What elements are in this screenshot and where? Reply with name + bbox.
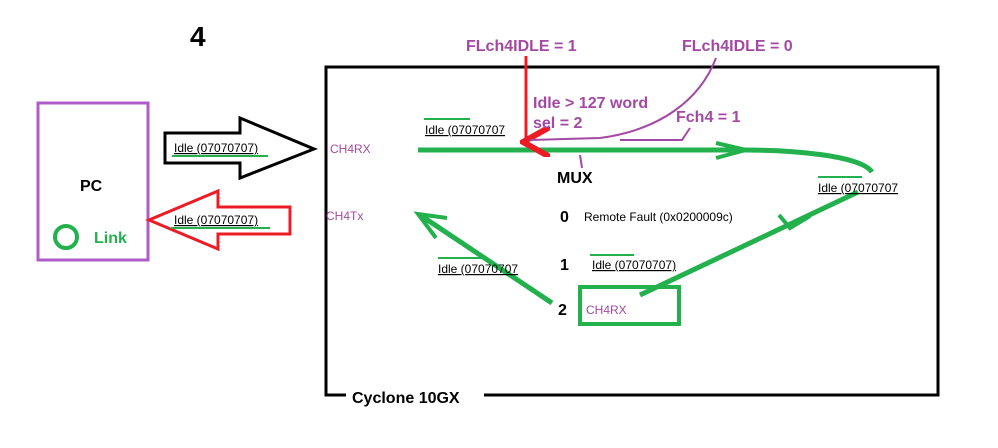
fch-pointer — [620, 127, 691, 141]
right-idle-label: Idle (07070707 — [818, 181, 898, 195]
fpga-name: Cyclone 10GX — [352, 390, 460, 407]
mux-input-2-value: CH4RX — [586, 303, 627, 317]
sel-annotation: sel = 2 — [533, 115, 582, 132]
mux-tick — [579, 154, 583, 169]
loop-curve — [744, 147, 875, 174]
flag-clear-pointer — [529, 57, 717, 141]
tx-flow-arrowhead — [413, 211, 448, 240]
page-number: 4 — [190, 21, 206, 52]
link-indicator-icon — [53, 224, 79, 250]
flag-clear-annotation: FLch4IDLE = 0 — [682, 38, 793, 55]
mux-input-0-value: Remote Fault (0x0200009c) — [584, 210, 733, 224]
fch-annotation: Fch4 = 1 — [676, 109, 741, 126]
loop-down-arrowhead — [777, 213, 812, 231]
mux-input-2-index: 2 — [558, 302, 567, 319]
tx-port-label: CH4Tx — [326, 209, 363, 223]
flag-set-annotation: FLch4IDLE = 1 — [466, 38, 577, 55]
mux-input-1-index: 1 — [560, 257, 569, 274]
idle-condition-annotation: Idle > 127 word — [533, 95, 648, 112]
rx-port-label: CH4RX — [330, 142, 371, 156]
tx-idle-label: Idle (07070707 — [438, 262, 518, 276]
pc-title: PC — [80, 178, 103, 195]
mux-selected-input-box — [578, 285, 681, 326]
fpga-to-pc-arrow — [145, 188, 292, 252]
rx-idle-label: Idle (07070707 — [425, 123, 505, 137]
loop-down-line — [638, 189, 860, 298]
tx-flow-line — [418, 212, 554, 306]
fpga-block — [324, 65, 940, 397]
pc-block — [36, 101, 150, 262]
mux-input-0-index: 0 — [560, 209, 569, 226]
pc-to-fpga-arrow — [163, 115, 318, 181]
mux-input-1-value: Idle (07070707) — [592, 258, 676, 272]
pc-to-fpga-label: Idle (07070707) — [174, 141, 258, 155]
fpga-to-pc-label: Idle (07070707) — [174, 213, 258, 227]
mux-title: MUX — [557, 170, 593, 187]
link-label: Link — [94, 230, 127, 247]
